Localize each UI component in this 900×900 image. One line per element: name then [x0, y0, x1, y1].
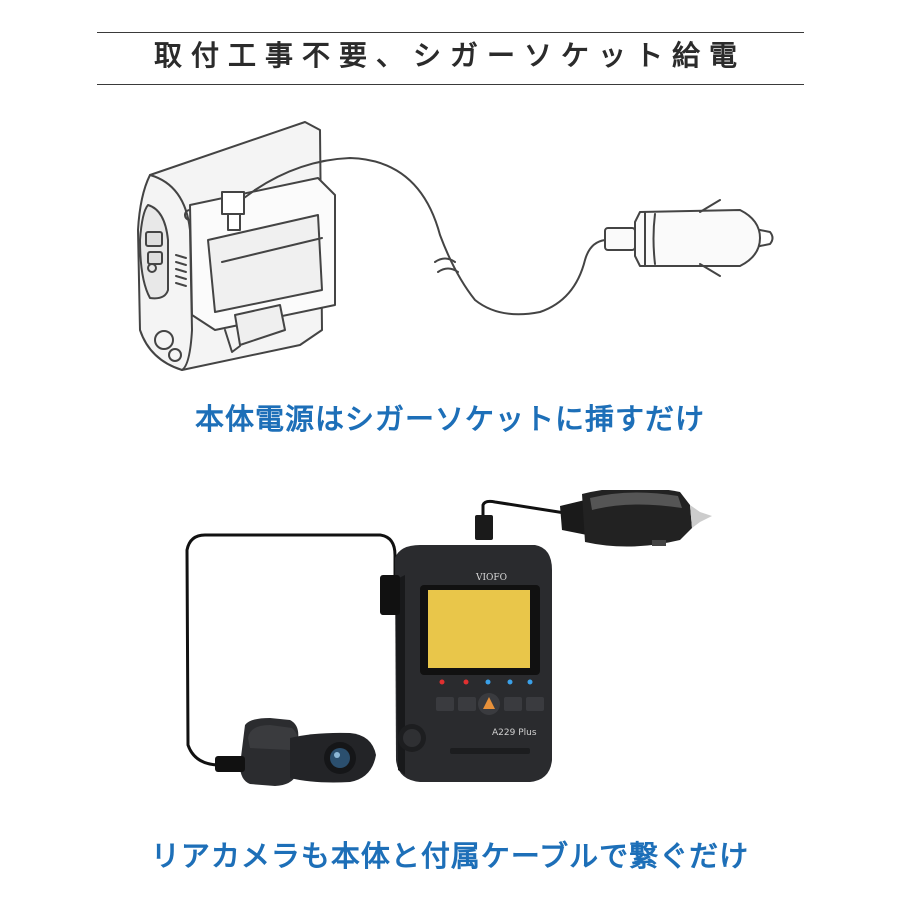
camera-model-label: A229 Plus — [492, 728, 537, 738]
rear-camera — [215, 718, 376, 786]
illustration-dashcam-photo: VIOFO A229 Plus — [185, 490, 712, 786]
header-top-rule — [97, 32, 804, 33]
page-title: 取付工事不要、シガーソケット給電 — [153, 39, 746, 72]
caption-power-supply: 本体電源はシガーソケットに挿すだけ — [194, 402, 705, 436]
header-bottom-rule — [97, 84, 804, 85]
car-charger — [560, 490, 712, 547]
illustration-dashcam-line-art — [137, 121, 774, 371]
front-dashcam: VIOFO A229 Plus — [380, 545, 552, 782]
camera-brand-logo: VIOFO — [475, 573, 507, 583]
caption-rear-camera: リアカメラも本体と付属ケーブルで繋ぐだけ — [150, 839, 750, 873]
